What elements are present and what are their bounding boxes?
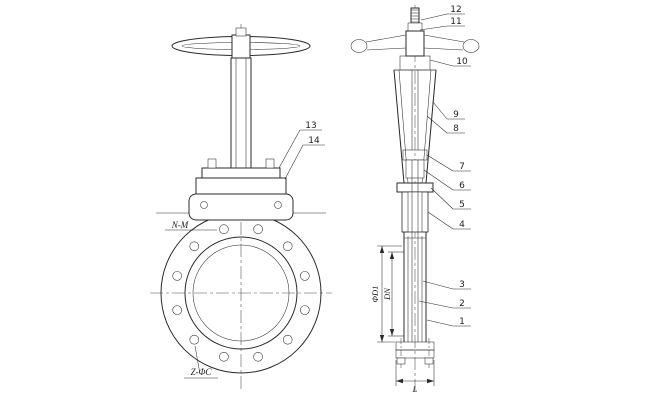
dim-face-to-face: L [395, 360, 435, 394]
stem-side [407, 7, 423, 32]
flange-diameter-label: ΦD1 [370, 286, 380, 303]
front-view: 13 14 N-M Z-ΦC [150, 24, 332, 390]
handwheel-front [171, 27, 311, 59]
callout-9-label: 9 [453, 110, 459, 120]
callout-6: 6 [423, 169, 471, 191]
dim-nominal-bore: DN [382, 251, 404, 337]
callout-13-label: 13 [305, 121, 316, 131]
side-view: ΦD1 DN L 12 11 1 [350, 5, 480, 394]
bonnet-front [188, 158, 294, 221]
nominal-bore-label: DN [382, 287, 392, 301]
callout-13: 13 [278, 121, 322, 169]
callout-12: 12 [420, 5, 465, 21]
callout-4: 4 [427, 211, 471, 230]
handwheel-side [350, 30, 480, 57]
flange-bolt-holes [172, 224, 310, 362]
gland-side [396, 182, 434, 233]
callout-14: 14 [284, 136, 325, 180]
callout-4-label: 4 [459, 220, 465, 230]
callout-11: 11 [419, 17, 465, 31]
callout-9: 9 [432, 101, 465, 120]
callout-2-label: 2 [459, 299, 465, 309]
annotation-top-bolt: N-M [165, 220, 217, 231]
flange-side [395, 338, 435, 368]
callout-10-label: 10 [456, 57, 468, 67]
callout-14-label: 14 [308, 136, 320, 146]
callout-8-label: 8 [453, 124, 459, 134]
yoke-side [393, 55, 437, 184]
dim-flange-diameter: ΦD1 [370, 245, 402, 343]
callout-6-label: 6 [459, 181, 465, 191]
callout-1: 1 [426, 317, 471, 327]
annotation-bottom-bolt: Z-ΦC [184, 345, 218, 379]
bottom-bolt-spec-label: Z-ΦC [191, 367, 213, 377]
callout-1-label: 1 [459, 317, 465, 327]
callout-7-label: 7 [459, 162, 465, 172]
callout-5: 5 [430, 187, 471, 210]
callout-7: 7 [426, 154, 471, 172]
callout-10: 10 [429, 57, 471, 67]
callout-3: 3 [422, 280, 471, 290]
face-to-face-label: L [412, 384, 418, 394]
callout-5-label: 5 [459, 200, 465, 210]
callout-8: 8 [426, 115, 465, 134]
body-side [402, 178, 428, 342]
callout-12-label: 12 [450, 5, 461, 15]
callout-11-label: 11 [450, 17, 461, 27]
stem-front [230, 57, 252, 169]
callout-2: 2 [418, 299, 471, 309]
callout-3-label: 3 [459, 280, 465, 290]
top-bolt-spec-label: N-M [171, 220, 189, 230]
